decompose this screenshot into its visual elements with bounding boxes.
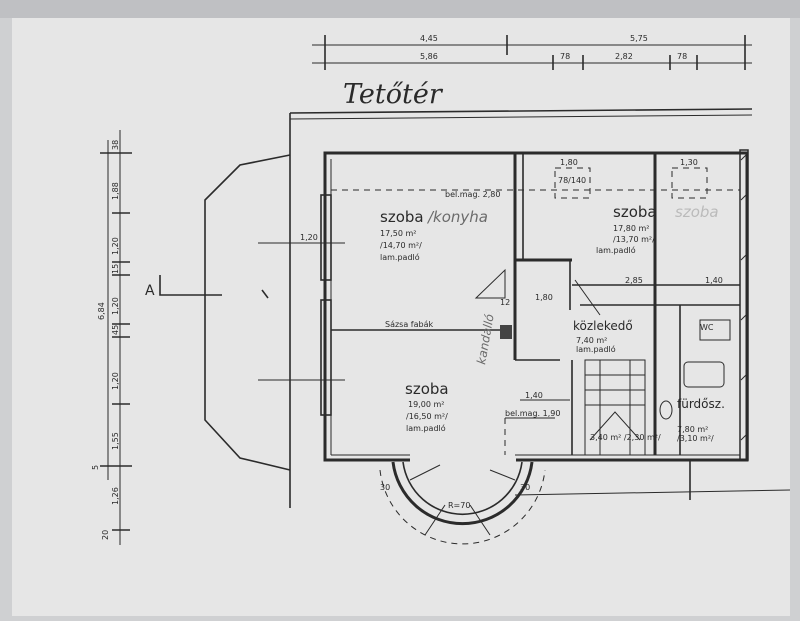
dim-label: 38 [111,140,120,150]
arc-radius-label: R=70 [448,501,470,510]
dim-label: 1,20 [300,233,318,242]
room-handwritten-note: /konyha [426,208,488,226]
photo-edge-shadow [0,0,800,18]
dim-label: 30 [380,483,390,492]
dim-label: 1,40 [705,276,723,285]
left-dimension-chain: 6,84 38 1,88 1,20 15 1,20 45 1,20 1,55 5… [91,130,132,545]
section-letter: A [145,283,155,299]
room-name: közlekedő [573,319,633,333]
room-name: fürdősz. [677,397,725,411]
room-area-net: /3,10 m²/ [677,434,714,443]
room-handwritten-note: szoba [675,203,719,221]
exterior-walls [323,149,749,464]
room-area-net: /14,70 m²/ [380,241,422,250]
dim-label: 5,75 [630,34,648,43]
dim-label: 12 [500,298,510,307]
wall-label: Sázsa fabák [385,320,433,329]
dim-label: 1,80 [535,293,553,302]
dim-label: 1,55 [111,432,120,450]
dim-label: 1,30 [680,158,698,167]
dim-label: 1,20 [111,297,120,315]
roof-outline [204,108,753,508]
dim-label: 20 [101,530,110,540]
room-area: 19,00 m² [408,400,444,409]
room-area: 7,80 m² [677,425,708,434]
dim-label: 78/140 [558,176,586,185]
dim-label: 1,88 [111,182,120,200]
room-bathroom: fürdősz. 7,80 m² /3,10 m²/ [677,397,725,443]
room-floor: lam.padló [596,245,636,255]
room-area: 17,80 m² [613,224,649,233]
dim-label: 1,20 [111,237,120,255]
dim-label: 5,86 [420,52,438,61]
room-name: szoba [380,208,424,226]
room-area: 17,50 m² [380,229,416,238]
dim-label: 1,26 [111,487,120,505]
stair-area-label: 3,40 m² /2,30 m²/ [590,433,661,442]
left-windows [258,194,345,416]
room-floor: lam.padló [406,423,446,433]
dim-label: 5 [91,465,100,470]
interior-walls [331,153,791,500]
dim-label: 78 [560,52,570,61]
dim-label: 45 [111,325,120,335]
room-bedroom-bottom: szoba 19,00 m² /16,50 m²/ lam.padló [405,380,449,433]
dim-label: 78 [677,52,687,61]
dim-label: 30 [520,483,530,492]
section-marker: A [145,275,269,299]
ceiling-height-label: bel.mag. 2,80 [445,190,500,199]
room-hallway: közlekedő 7,40 m² lam.padló [573,319,633,354]
dim-label: 1,80 [560,158,578,167]
top-dimension-chain: 4,45 5,75 5,86 78 2,82 78 [312,34,752,70]
ceiling-height-label: bel.mag. 1,90 [505,409,560,418]
room-area: 7,40 m² [576,336,607,345]
room-wc: WC [700,323,714,332]
dim-label: 1,20 [111,372,120,390]
room-floor: lam.padló [380,252,420,262]
room-name: szoba [613,203,657,221]
room-bedroom-right: szoba szoba 17,80 m² /13,70 m²/ lam.padl… [596,203,719,255]
dim-label: 2,82 [615,52,633,61]
round-bay [379,461,546,545]
room-name: WC [700,323,714,332]
dim-label: 2,85 [625,276,643,285]
room-area-net: /16,50 m²/ [406,412,448,421]
dim-label: 15 [111,264,120,274]
room-floor: lam.padló [576,344,616,354]
plan-title: Tetőtér [343,79,444,110]
room-area-net: /13,70 m²/ [613,235,655,244]
room-name: szoba [405,380,449,398]
dim-label: 1,40 [525,391,543,400]
dim-label: 6,84 [97,302,106,320]
dim-label: 4,45 [420,34,438,43]
room-living-kitchen: szoba /konyha 17,50 m² /14,70 m²/ lam.pa… [380,208,488,262]
